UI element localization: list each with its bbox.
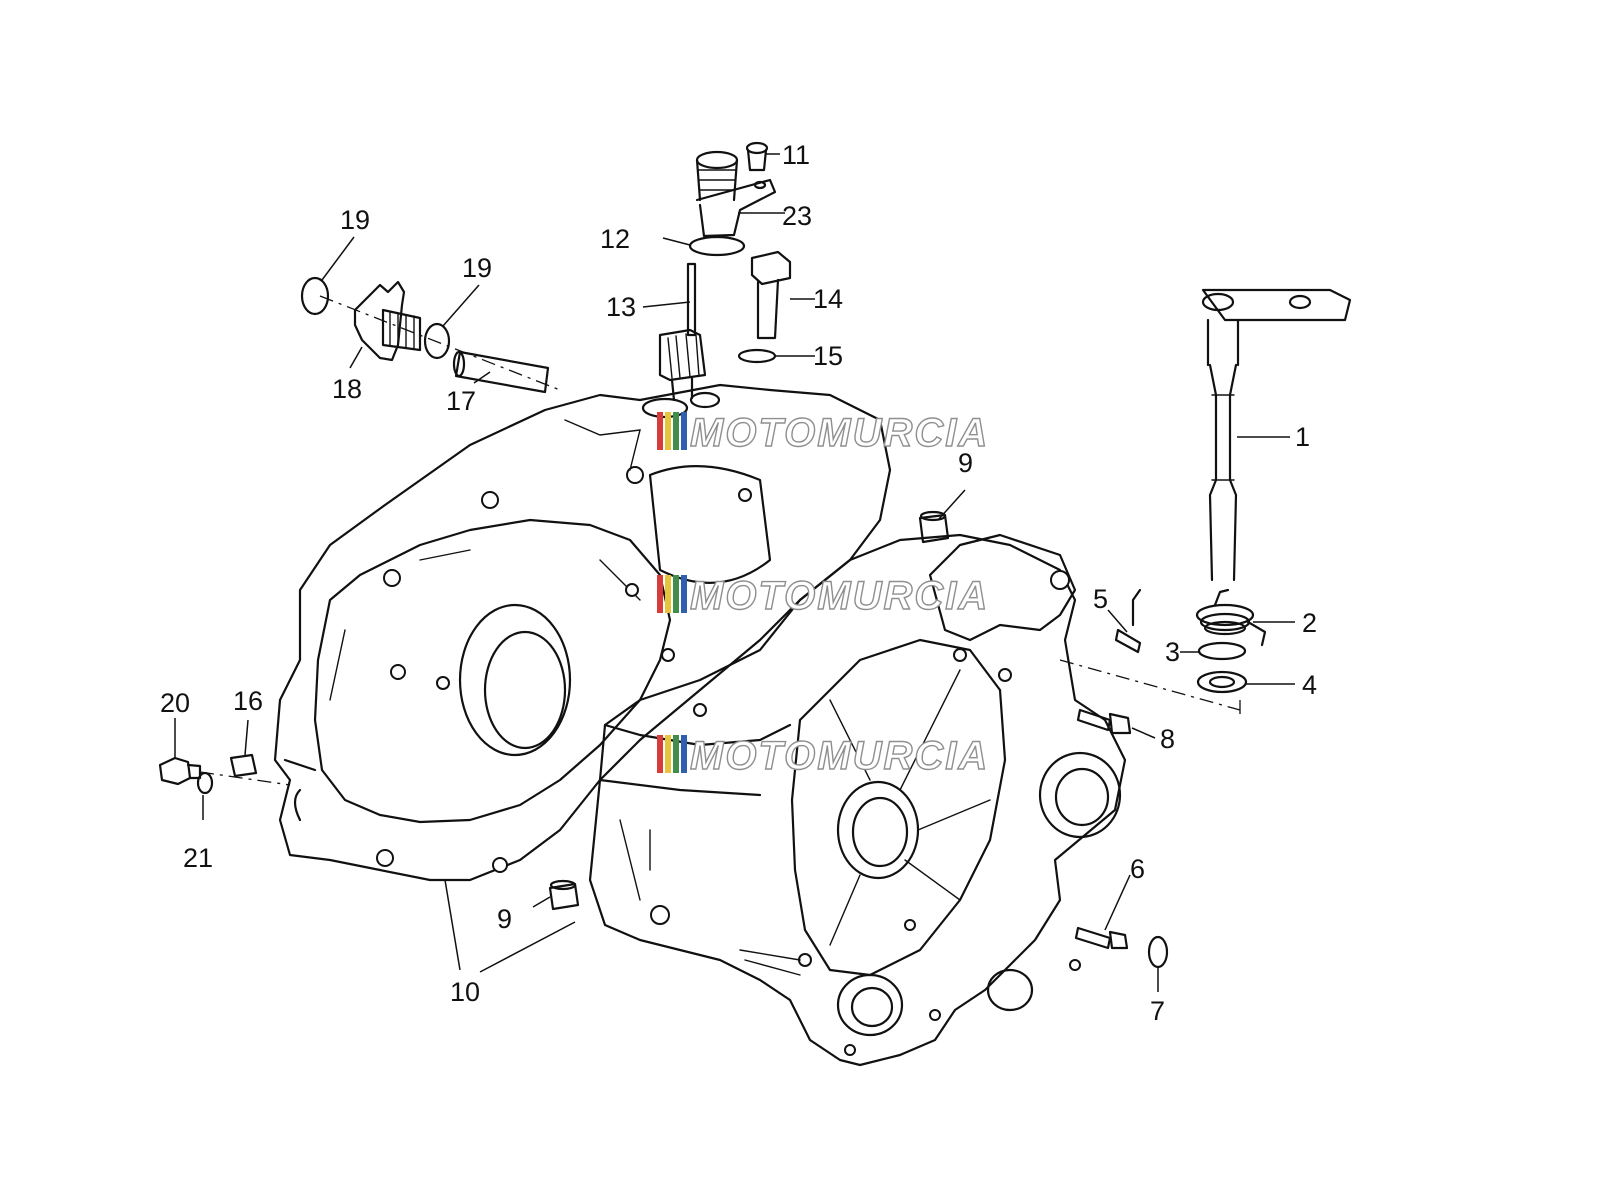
callout-18: 18 bbox=[332, 374, 362, 404]
callout-3: 3 bbox=[1165, 637, 1180, 667]
part-11-screw bbox=[745, 141, 769, 172]
watermark-stripe bbox=[673, 735, 679, 773]
part-18-gear bbox=[353, 280, 422, 362]
watermark-text: MOTOMURCIA bbox=[690, 574, 989, 618]
watermark-top: MOTOMURCIA bbox=[657, 410, 989, 456]
watermark-stripe bbox=[681, 412, 687, 450]
part-19-washer-left bbox=[300, 276, 330, 316]
callout-20: 20 bbox=[160, 688, 190, 718]
watermark-bottom: MOTOMURCIA bbox=[657, 733, 989, 779]
part-9-dowel-upper bbox=[918, 510, 950, 544]
callout-8: 8 bbox=[1160, 724, 1175, 754]
part-9-dowel-lower bbox=[548, 879, 580, 911]
watermark-stripe bbox=[673, 412, 679, 450]
part-12-o-ring bbox=[688, 235, 746, 257]
left-crankcase-half bbox=[273, 383, 892, 882]
watermark-stripe bbox=[681, 735, 687, 773]
watermark-text: MOTOMURCIA bbox=[690, 734, 989, 778]
watermark-stripe bbox=[657, 735, 663, 773]
watermark-stripe bbox=[657, 575, 663, 613]
callout-10: 10 bbox=[450, 977, 480, 1007]
part-16-dowel bbox=[229, 753, 258, 778]
part-14-bolt bbox=[750, 250, 792, 340]
callout-17: 17 bbox=[446, 386, 476, 416]
callout-14: 14 bbox=[813, 284, 843, 314]
part-4-oil-seal bbox=[1196, 670, 1248, 694]
watermark-stripe bbox=[665, 575, 671, 613]
callout-5: 5 bbox=[1093, 584, 1108, 614]
watermark-stripe bbox=[673, 575, 679, 613]
part-1-shaft bbox=[1201, 288, 1352, 582]
callout-7: 7 bbox=[1150, 996, 1165, 1026]
callout-15: 15 bbox=[813, 341, 843, 371]
part-5-breather-fitting bbox=[1114, 588, 1142, 654]
callout-2: 2 bbox=[1302, 608, 1317, 638]
part-3-washer bbox=[1197, 641, 1247, 661]
callout-1: 1 bbox=[1295, 422, 1310, 452]
callout-19-right: 19 bbox=[462, 253, 492, 283]
part-7-washer bbox=[1147, 935, 1169, 969]
watermark-stripe bbox=[657, 412, 663, 450]
callout-13: 13 bbox=[606, 292, 636, 322]
part-6-bolt bbox=[1074, 926, 1129, 950]
callout-6: 6 bbox=[1130, 854, 1145, 884]
watermark-middle: MOTOMURCIA bbox=[657, 573, 989, 619]
part-23-drive-housing bbox=[695, 150, 777, 238]
callout-23: 23 bbox=[782, 201, 812, 231]
callout-21: 21 bbox=[183, 843, 213, 873]
leader-lines bbox=[174, 153, 1295, 992]
part-13-drive-shaft bbox=[658, 262, 707, 402]
watermark-stripe bbox=[665, 735, 671, 773]
part-8-bolt bbox=[1076, 708, 1132, 735]
callout-9-upper: 9 bbox=[958, 448, 973, 478]
part-15-washer bbox=[737, 348, 777, 364]
watermark-stripe bbox=[681, 575, 687, 613]
assembly-lines bbox=[199, 295, 1241, 786]
callout-9-lower: 9 bbox=[497, 904, 512, 934]
part-21-washer bbox=[196, 771, 214, 795]
callout-labels: 1 2 3 4 5 6 7 8 9 9 10 11 12 13 14 15 16… bbox=[160, 140, 1317, 1026]
watermark-text: MOTOMURCIA bbox=[690, 411, 989, 455]
callout-4: 4 bbox=[1302, 670, 1317, 700]
part-20-plug-bolt bbox=[158, 756, 202, 786]
callout-12: 12 bbox=[600, 224, 630, 254]
watermark-stripe bbox=[665, 412, 671, 450]
callout-11: 11 bbox=[782, 140, 810, 170]
part-2-spring bbox=[1195, 588, 1267, 647]
part-17-pin bbox=[452, 350, 550, 394]
part-19-washer-right bbox=[423, 322, 451, 360]
callout-19-left: 19 bbox=[340, 205, 370, 235]
right-crankcase-half bbox=[588, 533, 1127, 1067]
callout-16: 16 bbox=[233, 686, 263, 716]
